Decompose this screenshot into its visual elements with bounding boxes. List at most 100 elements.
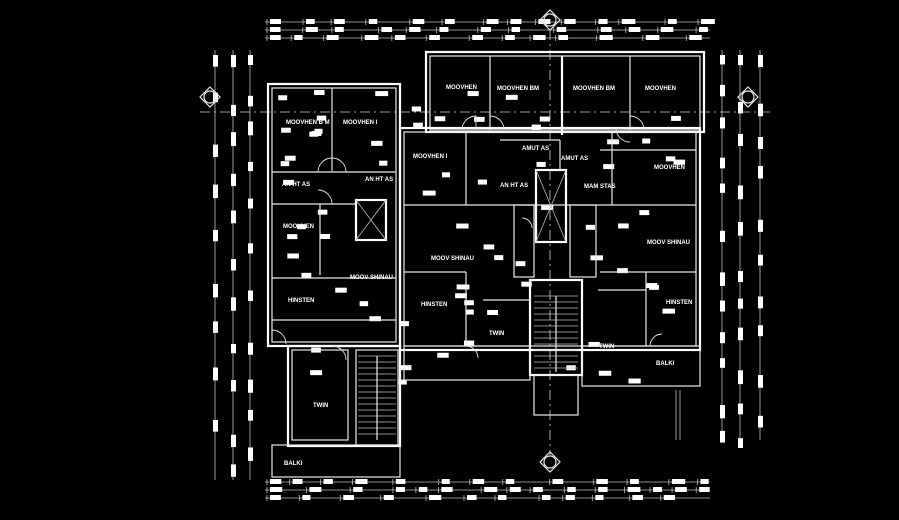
wall-dimension-tag	[309, 131, 319, 137]
dimension-text	[326, 35, 339, 40]
dimension-text	[381, 27, 393, 32]
wall-dimension-tag	[422, 190, 436, 196]
dimension-text	[598, 487, 608, 492]
dimension-text	[565, 495, 575, 500]
dimension-text	[720, 55, 725, 65]
dimension-text	[758, 165, 763, 179]
dimension-text	[558, 35, 569, 40]
dimension-text	[720, 230, 725, 243]
dimension-text	[511, 27, 521, 32]
wall-dimension-tag	[465, 309, 474, 315]
room-label: TWIN	[313, 403, 328, 409]
dimension-text	[213, 367, 218, 381]
room-label: MOOVHEN B M	[286, 120, 330, 126]
wall-dimension-tag	[434, 116, 446, 122]
wall-dimension-tag	[317, 209, 328, 215]
dimension-text	[720, 358, 725, 368]
dimension-text	[758, 415, 763, 428]
wall-dimension-tag	[585, 224, 596, 230]
wall-dimension-tag	[487, 309, 499, 315]
dimension-text	[364, 35, 379, 40]
dimension-text	[231, 173, 236, 187]
grid-marker-top	[539, 9, 561, 31]
dimension-text	[663, 495, 675, 500]
wall-dimension-tag	[411, 106, 422, 112]
wall-dimension-tag	[671, 115, 681, 121]
dimension-text	[675, 487, 687, 492]
dimension-text	[248, 198, 253, 209]
wall-dimension-tag	[642, 138, 651, 144]
dimension-text	[505, 35, 515, 40]
wall-dimension-tag	[359, 301, 369, 307]
dimension-text	[720, 157, 725, 169]
dimension-text	[270, 19, 281, 24]
dimension-text	[248, 161, 253, 172]
dimension-text	[231, 104, 236, 117]
dimension-text	[758, 375, 763, 388]
wall-dimension-tag	[310, 370, 323, 376]
room-label: MOOVHEN BM	[573, 86, 615, 92]
dimension-text	[429, 495, 442, 500]
wall-dimension-tag	[665, 156, 676, 162]
wall-dimension-tag	[316, 115, 327, 121]
room-labels: MOOVHEN B M MOOVHEN I MOOVHEN I MOOVHEN …	[282, 85, 692, 467]
wall-dimension-tag	[662, 308, 676, 314]
dimension-text	[541, 495, 551, 500]
dimension-text	[248, 447, 253, 461]
dimension-text	[441, 487, 453, 492]
dimension-text	[302, 495, 311, 500]
dimension-text	[395, 479, 406, 484]
room-label: HINSTEN	[666, 300, 692, 306]
wall-dimension-tag	[284, 155, 296, 161]
dimension-text	[556, 27, 567, 32]
dimension-text	[758, 325, 763, 337]
dimension-text	[231, 380, 236, 392]
wall-dimension-tag	[477, 179, 488, 185]
dimension-text	[758, 219, 763, 232]
dimension-text	[671, 479, 686, 484]
wall-dimension-tag	[398, 379, 407, 385]
wall-dimension-tag	[369, 316, 381, 322]
dimension-text-blocks	[213, 19, 763, 501]
dimension-text	[720, 272, 725, 286]
dimension-text	[309, 487, 322, 492]
dimension-text	[409, 27, 421, 32]
dimension-text	[720, 117, 725, 129]
dimension-text	[596, 479, 608, 484]
wall-dimension-tag	[617, 268, 628, 274]
room-label: AMUT AS	[522, 146, 549, 152]
dimension-text	[510, 19, 522, 24]
dimension-text	[509, 487, 521, 492]
dimension-text	[738, 327, 743, 341]
dimension-text	[630, 479, 639, 484]
dimension-text	[231, 343, 236, 354]
room-label: MOOVHEN BM	[497, 86, 539, 92]
dimension-text	[466, 495, 477, 500]
dimension-text	[334, 19, 345, 24]
dimension-text	[738, 403, 743, 415]
dimension-text	[213, 229, 218, 242]
dimension-text	[213, 144, 218, 157]
dimension-text	[343, 495, 354, 500]
wall-dimension-tag	[536, 161, 546, 167]
dimension-text	[758, 254, 763, 266]
room-label: MOOVHEN	[645, 86, 676, 92]
wall-dimension-tag	[335, 287, 347, 293]
dimension-text	[248, 342, 253, 355]
dimension-text	[689, 35, 702, 40]
dimension-text	[632, 495, 643, 500]
wall-dimension-tag	[301, 272, 312, 278]
dimension-text	[497, 495, 507, 500]
wall-dimension-tag	[280, 161, 290, 167]
dimension-text	[738, 271, 743, 283]
dimension-text	[552, 479, 564, 484]
wall-dimension-tag	[639, 210, 650, 216]
dimension-text	[564, 19, 576, 24]
room-label: MOOV SHINAU	[647, 240, 690, 246]
wall-dimension-tag	[464, 300, 474, 306]
dimension-text	[653, 487, 663, 492]
wall-dimension-tag	[539, 116, 551, 122]
dimension-text	[248, 95, 253, 107]
dimension-text	[627, 487, 641, 492]
dimension-text	[270, 479, 282, 484]
